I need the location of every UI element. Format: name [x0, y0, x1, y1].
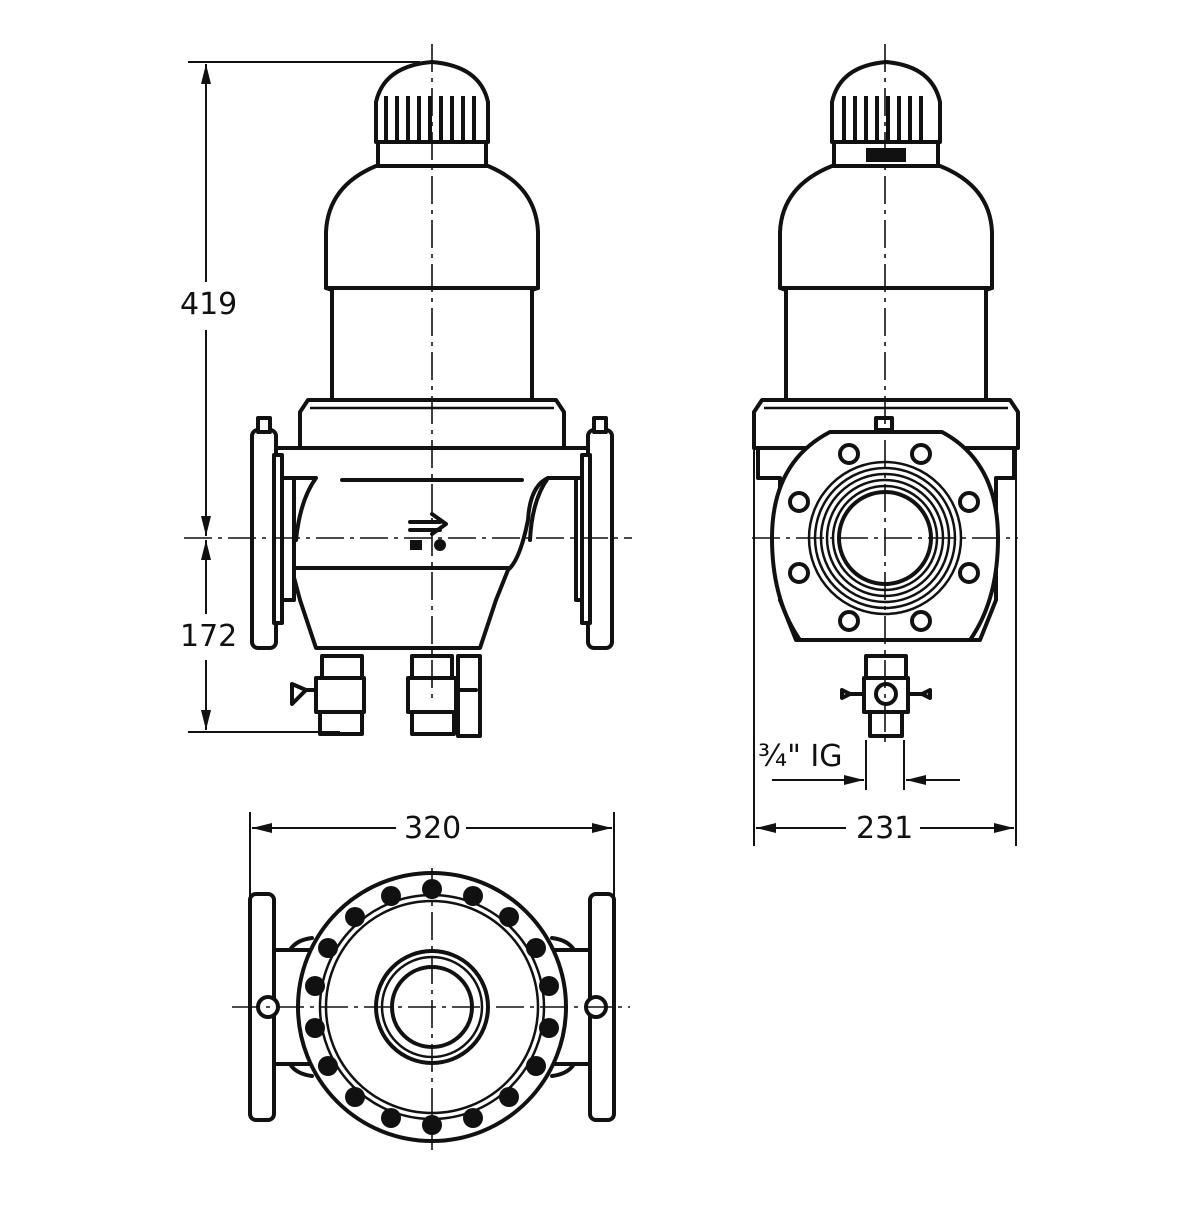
- drain-valve-right: [406, 654, 482, 738]
- side-view: [752, 44, 1020, 742]
- side-drain-valve: [840, 654, 932, 738]
- dim-lower-height: 172: [180, 619, 237, 654]
- side-bolt-holes: [788, 443, 980, 632]
- dim-width-front: 320: [404, 811, 461, 846]
- top-view: [232, 868, 630, 1150]
- side-filter-bowl: [778, 164, 994, 402]
- dim-drain-thread: ¾" IG: [758, 739, 843, 774]
- dim-width-side: 231: [856, 811, 913, 846]
- flow-direction-icon: [408, 512, 448, 551]
- dim-total-height: 419: [180, 287, 237, 322]
- top-bolt-circle: [305, 879, 559, 1135]
- front-view: [184, 44, 632, 738]
- front-dimensions: 419 172: [180, 61, 420, 733]
- cap-ribs: [384, 96, 476, 140]
- drain-valve-left: [290, 654, 366, 736]
- side-cap-ribs: [842, 96, 923, 140]
- side-dimensions: ¾" IG 231: [753, 450, 1017, 846]
